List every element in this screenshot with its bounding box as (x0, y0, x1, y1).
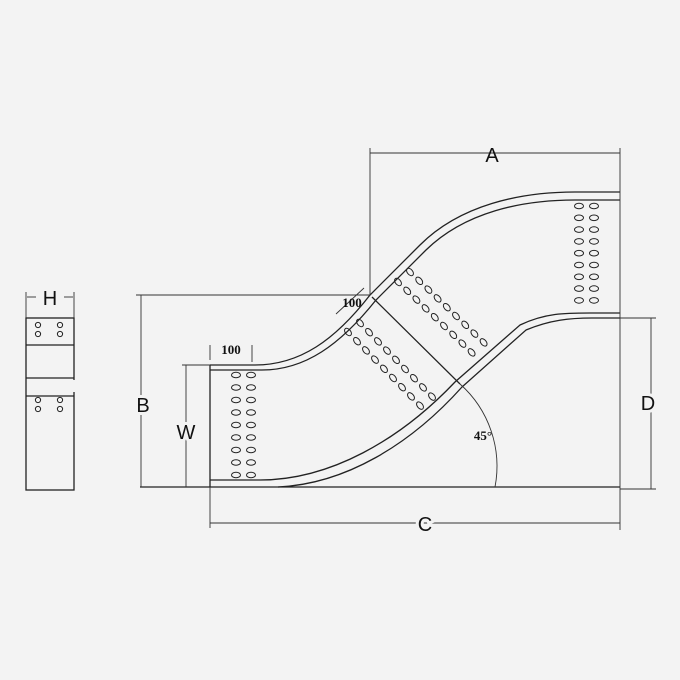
label-C: C (418, 514, 432, 536)
perforation-hole (231, 421, 241, 429)
perforation-hole (589, 273, 599, 281)
perforation-hole (231, 371, 241, 379)
perforation-hole (389, 373, 397, 383)
perforation-hole (362, 346, 370, 355)
perforation-hole (394, 277, 402, 287)
perforation-hole (589, 261, 599, 269)
perforation-hole (574, 273, 584, 281)
perforation-hole (461, 320, 470, 330)
perforation-hole (246, 459, 256, 466)
perforation-hole (34, 330, 42, 338)
perforation-hole (470, 329, 479, 338)
perforation-hole (406, 267, 414, 277)
perforation-hole (442, 302, 451, 312)
perforation-hole (231, 434, 241, 441)
perforation-hole (430, 312, 439, 322)
perforation-hole (380, 364, 388, 374)
label-A: A (485, 145, 499, 167)
perforation-hole (56, 405, 64, 413)
label-D: D (641, 393, 655, 415)
label-W: W (177, 422, 196, 444)
perforation-hole (452, 311, 460, 321)
perforation-hole (479, 338, 488, 347)
perforation-hole (246, 409, 256, 416)
perforation-hole (392, 355, 400, 365)
perforation-hole (449, 330, 458, 340)
perforation-hole (231, 459, 241, 466)
tray-outline (209, 191, 620, 488)
perforation-hole (401, 364, 409, 374)
perforation-hole (246, 371, 256, 379)
perforation-hole (56, 330, 64, 338)
perforation-hole (440, 321, 448, 331)
perforation-hole (246, 471, 256, 479)
perforation-hole (419, 383, 427, 392)
perforation-hole (34, 405, 42, 413)
perforation-hole (231, 409, 241, 416)
label-width-diag: 100 (342, 295, 362, 310)
perforation-hole (353, 336, 361, 346)
perforation-hole (246, 396, 256, 404)
perforation-hole (365, 327, 373, 337)
perforation-hole (589, 249, 599, 257)
label-B: B (136, 395, 149, 417)
perforation-hole (410, 373, 418, 383)
perforation-hole (433, 294, 442, 303)
side-view: H (25, 288, 76, 491)
perforation-hole (246, 446, 256, 454)
perforation-hole (589, 226, 599, 233)
perforation-hole (458, 339, 467, 348)
perforation-hole (231, 396, 241, 404)
perforation-hole (403, 286, 412, 296)
perforation-hole (589, 202, 599, 210)
perforation-hole (574, 226, 584, 233)
label-H: H (43, 288, 57, 310)
perforation-hole (231, 471, 241, 479)
perforation-hole (383, 346, 391, 355)
perforation-hole (574, 261, 584, 269)
perforation-hole (246, 384, 256, 391)
perforation-hole (428, 392, 436, 401)
perforation-hole (467, 348, 476, 357)
perforation-hole (589, 285, 599, 292)
perforation-hole (231, 384, 241, 391)
perforation-holes (231, 202, 599, 479)
perforation-hole (34, 396, 42, 404)
perforation-hole (589, 297, 599, 304)
perforation-hole (412, 295, 421, 304)
perforation-hole (574, 214, 584, 222)
perforation-hole (246, 421, 256, 429)
label-angle: 45° (474, 428, 492, 443)
perforation-hole (589, 214, 599, 222)
perforation-hole (589, 238, 599, 245)
perforation-hole (574, 285, 584, 292)
perforation-hole (246, 434, 256, 441)
perforation-hole (574, 249, 584, 257)
perforation-hole (398, 382, 406, 392)
perforation-hole (34, 321, 42, 329)
perforation-hole (374, 337, 382, 346)
perforation-hole (56, 396, 64, 404)
perforation-hole (574, 202, 584, 210)
perforation-hole (356, 318, 364, 328)
perforation-hole (421, 304, 430, 313)
perforation-hole (416, 401, 424, 410)
perforation-hole (344, 327, 352, 337)
perforation-hole (415, 276, 424, 286)
perforation-hole (231, 446, 241, 454)
perforation-hole (407, 392, 415, 401)
dimensions: A B W C D 100 100 45° (133, 145, 658, 539)
perforation-hole (574, 238, 584, 245)
perforation-hole (371, 355, 379, 364)
label-width-left: 100 (221, 342, 241, 357)
perforation-hole (56, 321, 64, 329)
perforation-hole (424, 285, 433, 294)
perforation-hole (574, 297, 584, 304)
